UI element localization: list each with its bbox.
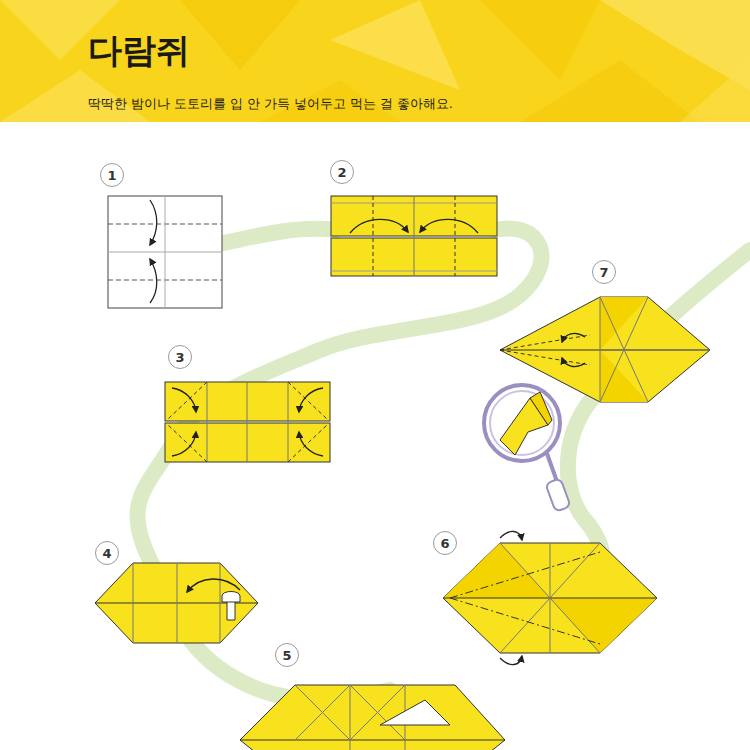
step-number-circle: 2 bbox=[330, 160, 354, 184]
step-number: 2 bbox=[337, 166, 346, 179]
step6-figure bbox=[443, 531, 657, 664]
step5-figure bbox=[240, 685, 505, 750]
step-number: 6 bbox=[440, 537, 449, 550]
step-number: 3 bbox=[175, 351, 184, 364]
step-number-circle: 4 bbox=[95, 541, 119, 565]
step-number: 4 bbox=[102, 547, 111, 560]
step-number-circle: 6 bbox=[433, 531, 457, 555]
step2-figure bbox=[331, 196, 497, 276]
step-number-circle: 7 bbox=[592, 260, 616, 284]
step-number: 5 bbox=[282, 649, 291, 662]
page-title: 다람쥐 bbox=[88, 33, 190, 67]
step-number-circle: 1 bbox=[100, 163, 124, 187]
step4-figure bbox=[95, 563, 258, 643]
step-number-circle: 3 bbox=[168, 345, 192, 369]
step-number: 1 bbox=[107, 169, 116, 182]
step1-figure bbox=[108, 196, 222, 308]
header-band bbox=[0, 0, 750, 122]
subtitle-text: 딱딱한 밤이나 도토리를 입 안 가득 넣어두고 먹는 걸 좋아해요. bbox=[88, 96, 453, 111]
step-number: 7 bbox=[599, 266, 608, 279]
step-number-circle: 5 bbox=[275, 643, 299, 667]
magnifier-detail bbox=[484, 385, 571, 512]
step3-figure bbox=[165, 382, 330, 462]
